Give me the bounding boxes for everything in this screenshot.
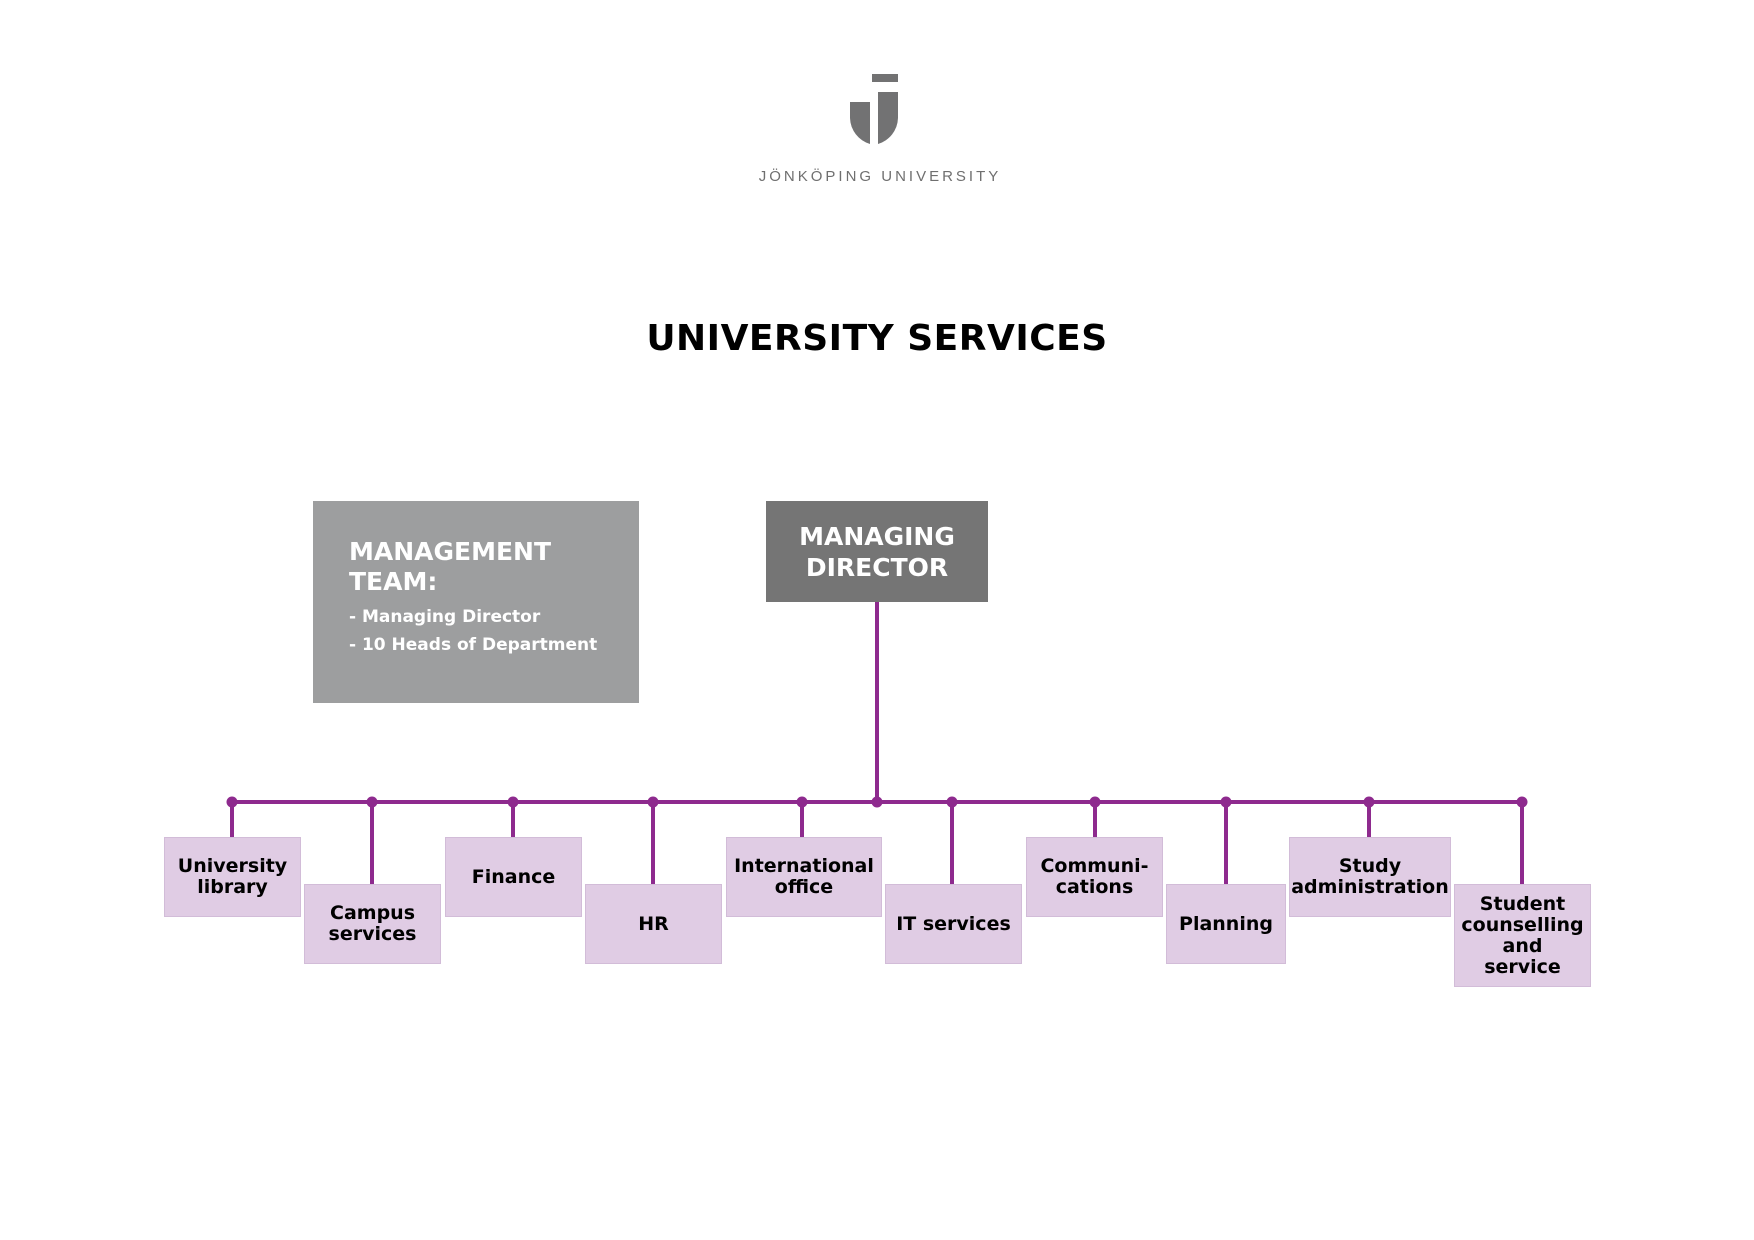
dept-label: Study administration [1291,855,1449,898]
junction-dot [946,796,958,808]
management-team-title: MANAGEMENT TEAM: [349,537,552,596]
dept-label: Student counselling and service [1461,892,1584,978]
junction-dot [1363,796,1375,808]
managing-director-box: MANAGING DIRECTOR [766,501,988,602]
page-title: UNIVERSITY SERVICES [646,318,1108,359]
junction-dot [647,796,659,808]
junction-dot [871,796,883,808]
dept-communications: Communi- cations [1026,837,1163,917]
dept-label: University library [177,855,288,898]
jonkoping-university-logo-icon [850,74,898,144]
dept-label: Finance [471,865,556,888]
dept-label: Planning [1179,912,1273,935]
dept-label: Campus services [328,902,417,945]
management-team-box: MANAGEMENT TEAM: - Managing Director - 1… [313,501,639,703]
junction-dot [226,796,238,808]
dept-study-administration: Study administration [1289,837,1451,917]
dept-university-library: University library [164,837,301,917]
dept-it-services: IT services [885,884,1022,964]
management-team-member: - Managing Director [349,607,541,627]
management-team-members: - Managing Director - 10 Heads of Depart… [349,603,639,659]
dept-label: Communi- cations [1040,855,1149,898]
managing-director-label: MANAGING DIRECTOR [799,521,955,582]
junction-dot [1220,796,1232,808]
dept-student-counselling: Student counselling and service [1454,884,1591,987]
junction-dot [507,796,519,808]
dept-label: International office [734,855,874,898]
junction-dot [366,796,378,808]
junction-dot [1089,796,1101,808]
dept-label: IT services [896,912,1011,935]
dept-international-office: International office [726,837,882,917]
dept-hr: HR [585,884,722,964]
dept-planning: Planning [1166,884,1286,964]
dept-finance: Finance [445,837,582,917]
university-name: JÖNKÖPING UNIVERSITY [758,168,1002,185]
junction-dot [796,796,808,808]
junction-dot [1516,796,1528,808]
dept-campus-services: Campus services [304,884,441,964]
management-team-member: - 10 Heads of Department [349,635,598,655]
dept-label: HR [638,912,669,935]
